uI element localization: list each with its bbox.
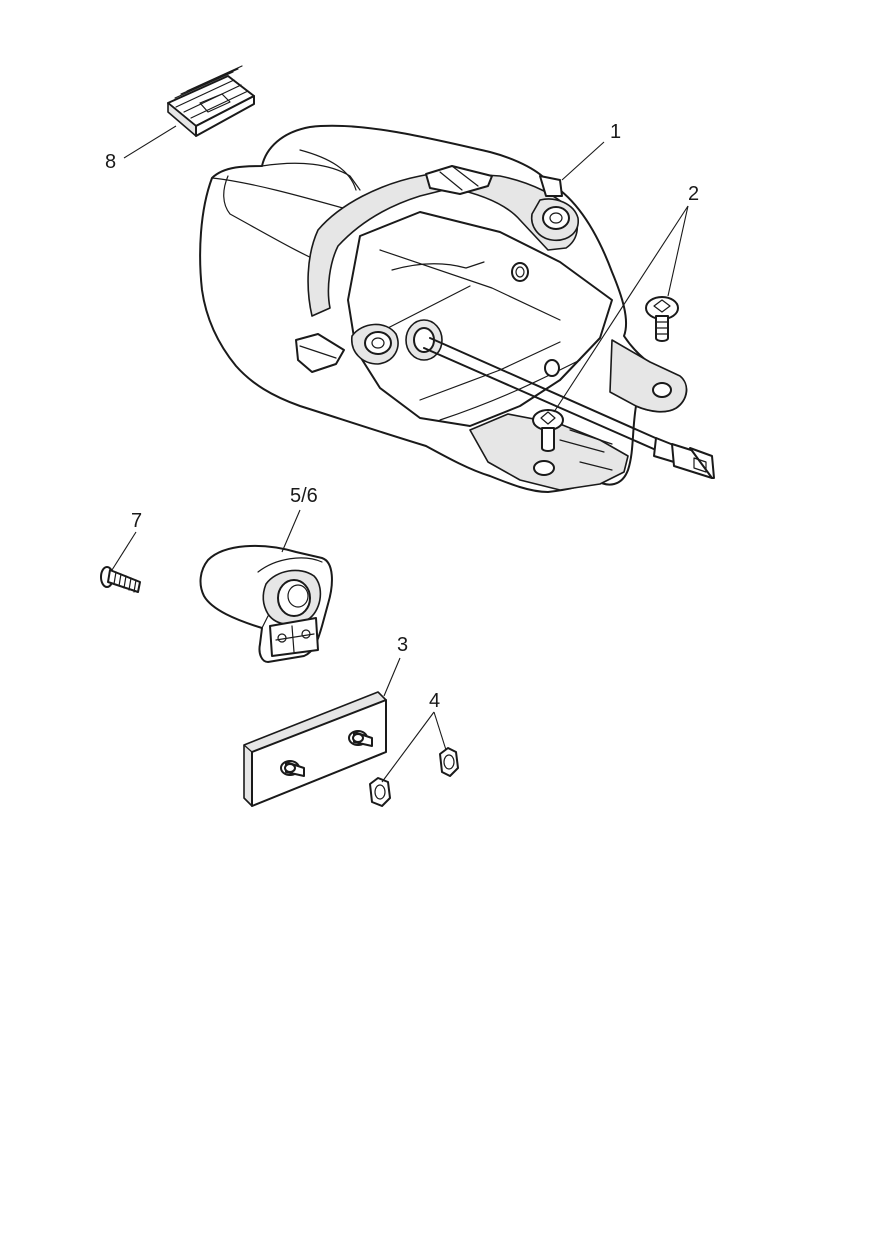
callout-3: 3 bbox=[397, 634, 408, 656]
part-2-screw-upper[interactable] bbox=[645, 296, 679, 342]
part-3-plate[interactable] bbox=[243, 691, 387, 807]
leader-4a bbox=[381, 711, 435, 783]
part-8-clip[interactable] bbox=[167, 65, 255, 137]
leader-7 bbox=[111, 531, 137, 571]
leader-56 bbox=[281, 509, 301, 553]
leader-4b bbox=[433, 711, 447, 751]
callout-2: 2 bbox=[688, 183, 699, 205]
callout-8: 8 bbox=[105, 151, 116, 173]
part-4-nut-right[interactable] bbox=[439, 747, 459, 777]
callout-7: 7 bbox=[131, 510, 142, 532]
part-1-seat-cowl[interactable] bbox=[199, 124, 688, 493]
leader-2b bbox=[553, 205, 689, 413]
callout-4: 4 bbox=[429, 690, 440, 712]
callout-1: 1 bbox=[610, 121, 621, 143]
leader-3 bbox=[383, 657, 401, 697]
callout-5-6: 5/6 bbox=[290, 485, 318, 507]
leader-2a bbox=[667, 205, 689, 297]
wiring-harness[interactable] bbox=[423, 337, 715, 479]
part-4-nut-left[interactable] bbox=[369, 777, 391, 807]
part-7-screw[interactable] bbox=[100, 566, 141, 593]
leader-1 bbox=[561, 141, 605, 181]
part-5-6-lamp[interactable] bbox=[199, 544, 333, 663]
leader-8 bbox=[123, 125, 177, 159]
part-2-screw-lower[interactable] bbox=[532, 409, 564, 452]
